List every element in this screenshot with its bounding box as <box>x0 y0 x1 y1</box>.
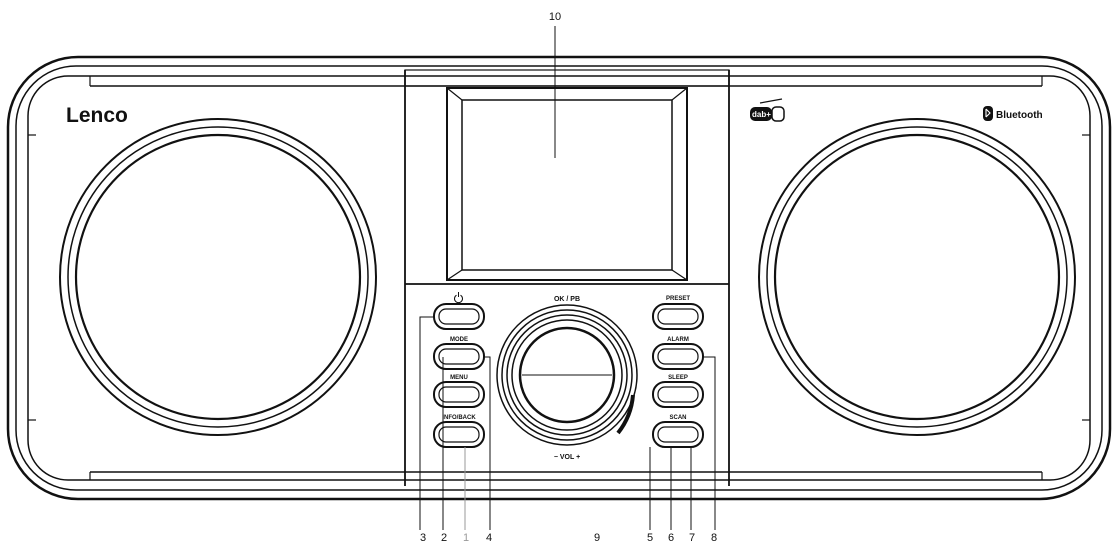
preset-button-label: PRESET <box>666 296 690 302</box>
menu-button[interactable] <box>433 381 485 408</box>
callout-2: 2 <box>441 532 447 544</box>
callout-10: 10 <box>549 11 561 23</box>
dab-logo-text: dab+ <box>752 110 771 119</box>
dab-logo: dab+ <box>750 98 785 122</box>
right-speaker-outer <box>758 118 1076 436</box>
callout-1: 1 <box>463 532 469 544</box>
alarm-button-label: ALARM <box>667 337 689 343</box>
bluetooth-logo: Bluetooth <box>983 106 1043 121</box>
sleep-button-label: SLEEP <box>668 375 688 381</box>
cabinet-inner-outline <box>15 65 1103 491</box>
mode-button-label: MODE <box>450 337 468 343</box>
sleep-button[interactable] <box>652 381 704 408</box>
scan-button[interactable] <box>652 421 704 448</box>
left-speaker-grille <box>74 133 362 421</box>
left-speaker-outer <box>59 118 377 436</box>
info-back-button-label: INFO/BACK <box>442 415 476 421</box>
callout-leaders <box>419 316 716 530</box>
brand-logo: Lenco <box>66 104 128 127</box>
bluetooth-wordmark: Bluetooth <box>996 110 1043 121</box>
menu-button-label: MENU <box>450 375 468 381</box>
callout-5: 5 <box>647 532 653 544</box>
knob-bottom-label: − VOL + <box>554 454 580 461</box>
preset-button[interactable] <box>652 303 704 330</box>
bluetooth-icon <box>983 106 993 121</box>
scan-button-label: SCAN <box>669 415 686 421</box>
cabinet-outline <box>6 55 1112 501</box>
volume-indicator-arc <box>616 394 635 435</box>
knob-top-label: OK / PB <box>554 296 580 303</box>
info-back-button[interactable] <box>433 421 485 448</box>
callout-4: 4 <box>486 532 492 544</box>
display-screen <box>461 99 673 271</box>
right-speaker-grille <box>773 133 1061 421</box>
front-panel <box>27 75 1091 481</box>
volume-ok-knob[interactable] <box>496 304 638 446</box>
power-icon <box>454 292 463 304</box>
callout-3: 3 <box>420 532 426 544</box>
callout-8: 8 <box>711 532 717 544</box>
alarm-button[interactable] <box>652 343 704 370</box>
callout-9: 9 <box>594 532 600 544</box>
power-button[interactable] <box>433 303 485 330</box>
callout-6: 6 <box>668 532 674 544</box>
mode-button[interactable] <box>433 343 485 370</box>
callout-7: 7 <box>689 532 695 544</box>
display-bezel <box>446 87 688 281</box>
